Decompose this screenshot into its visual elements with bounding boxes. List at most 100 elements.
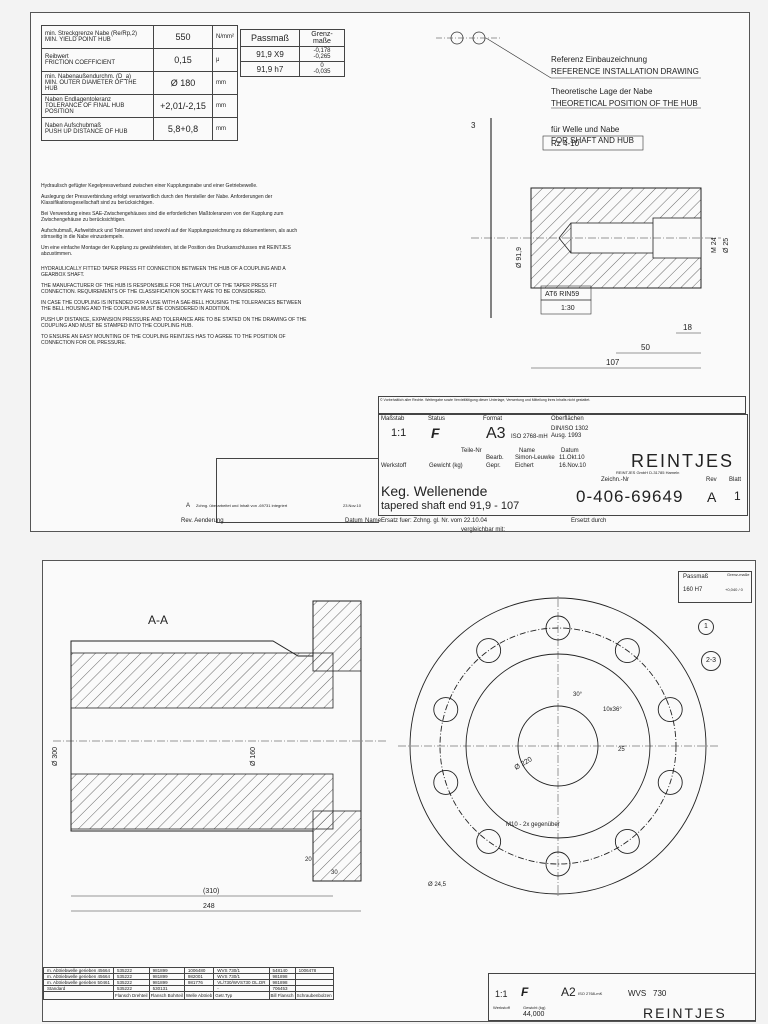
company-address: REINTJES GmbH D-31785 Hameln [616, 470, 680, 475]
tb-drawn-label: Bearb. [486, 455, 504, 461]
copyright-note: © Vorbehaltlich aller Rechte. Weitergabe… [378, 396, 746, 414]
tb-surface-label: Oberflächen [551, 416, 584, 422]
tb2-size: 730 [653, 989, 667, 998]
table-cell: m. Abtriebwelle gerieben 45664 [42, 967, 115, 974]
fit-tolerance-table: Passmaß Grenz-maße 91,9 X9 -0,178 -0,265… [240, 29, 345, 77]
note-en-4: Push up distance, expansion pressure and… [41, 317, 307, 329]
dim-18: 18 [683, 323, 692, 332]
tb-checked-name: Eichert [515, 463, 534, 469]
revision-grid [216, 458, 379, 523]
dim-d25: Ø 25 [723, 238, 730, 253]
callout-2-3: 2-3 [701, 651, 721, 671]
shaft-section-drawing: Rz 4-10 AT6 RIN59 1:30 107 50 18 3 Ø 91,… [436, 31, 730, 369]
bolt-hole [476, 638, 502, 663]
tb-checked-label: Gepr. [486, 463, 501, 469]
spec-label-en: FRICTION COEFFICIENT [45, 60, 115, 66]
dim-angle: 30° [573, 692, 583, 698]
revision-date: 23.Nov.10 [343, 503, 361, 508]
spec-row: Naben Aufschubmaß PUSH UP DISTANCE OF HU… [41, 117, 238, 141]
dim-25: 25 [618, 747, 625, 753]
tb-scale: 1:1 [391, 427, 407, 439]
limit-row-2: 0 -0,035 [299, 61, 345, 77]
tb-name-label: Name [519, 448, 536, 454]
spec-value: 550 [153, 25, 213, 49]
tapped-hole-note: M10 - 2x gegenüber [506, 822, 560, 828]
limit-upper-2: 0 [320, 63, 324, 69]
tb-standard: ISO 2768-mH [511, 434, 548, 440]
limit-header: Grenz-maße [299, 29, 345, 47]
bolt-hole [614, 829, 640, 854]
title-block-2 [488, 973, 756, 1021]
spec-label: Reibwert FRICTION COEFFICIENT [41, 48, 154, 72]
spec-row: Reibwert FRICTION COEFFICIENT 0,15 μ [41, 48, 238, 72]
spec-value: 0,15 [153, 48, 213, 72]
fit-row-1: 91,9 X9 [240, 46, 300, 62]
tb2-weight-label: Gewicht (kg) [523, 1005, 546, 1010]
bolt-hole [476, 829, 502, 854]
tb2-status: F [521, 985, 529, 999]
spec-unit: mm [212, 117, 238, 141]
tb-status: F [431, 425, 440, 441]
tb-rev: A [707, 489, 717, 505]
dim-d160: Ø 160 [250, 747, 257, 766]
spec-unit: μ [212, 48, 238, 72]
bom-footer-4: Getr.Typ [213, 991, 270, 1000]
spec-label-en: PUSH UP DISTANCE OF HUB [45, 129, 128, 135]
spec-label-en: MIN. YIELD POINT HUB [45, 37, 111, 43]
bom-footer-6: Schraubenbolzen [294, 991, 334, 1000]
tb-sheet-label: Blatt [729, 477, 742, 483]
dim-107: 107 [606, 358, 620, 367]
limit-upper-1: -0,178 [313, 48, 331, 54]
spec-label: Naben Aufschubmaß PUSH UP DISTANCE OF HU… [41, 117, 154, 141]
note-de-5: Um eine einfache Montage der Kupplung zu… [41, 245, 291, 257]
bolt-hole [657, 770, 683, 795]
dim-d220: Ø 220 [514, 756, 534, 772]
revision-rev: A [186, 503, 191, 509]
note-en-1: Hydraulically fitted taper press fit con… [41, 266, 286, 278]
spec-row: min. Streckgrenze Nabe (Re/Rp,2) MIN. YI… [41, 25, 238, 49]
spec-label: min. Streckgrenze Nabe (Re/Rp,2) MIN. YI… [41, 25, 154, 49]
note-de-4: Aufschubmaß, Aufweitdruck und Toleranzwe… [41, 228, 298, 240]
dim-10x36: 10x36° [603, 707, 622, 713]
tb-checked-date: 16.Nov.10 [559, 463, 586, 469]
tb-comparable: vergleichbar mit: [461, 527, 506, 533]
drawing-sheet-2: A-A Passmaß Grenz-maße 160 H7 +0,040 / 0… [42, 560, 756, 1022]
theo-label-en: THEORETICAL POSITION OF THE HUB [551, 99, 698, 108]
dim-d91: Ø 91,9 [516, 247, 523, 268]
tb-replaces: Ersatz fuer: Zchng. gl. Nr. vom 22.10.04 [381, 518, 488, 524]
tb2-scale: 1:1 [495, 989, 508, 999]
tb2-standard: ISO 2768-mK [578, 991, 603, 996]
fit2-limits: +0,040 / 0 [725, 587, 743, 592]
spec-row: Naben Endlagentoleranz TOLERANCE OF FINA… [41, 94, 238, 118]
fit-table-2 [678, 571, 752, 603]
tb2-material-label: Werkstoff [493, 1005, 510, 1010]
bom-footer-1: Flansch Drehteil [113, 991, 150, 1000]
at6-label: AT6 RIN59 [545, 291, 579, 298]
tb2-weight: 44,000 [523, 1011, 545, 1018]
dim-m24: M 24 [711, 237, 718, 253]
spec-label-de: Naben Endlagentoleranz [45, 97, 112, 103]
note-en-2: The manufacturer of the hub is responsib… [41, 283, 277, 295]
flange-section-drawing: 248 (310) Ø 300 Ø 160 20 30 [52, 600, 388, 912]
tb-replaced-by: Ersetzt durch [571, 518, 607, 524]
flange-front-view: Ø 220 30° 10x36° 25 M10 - 2x gegenüber Ø… [398, 596, 718, 896]
note-de-1: Hydraulisch gefügter Kegelpressverband z… [41, 183, 258, 189]
tb2-type: WVS [628, 989, 647, 998]
spec-value: +2,01/-2,15 [153, 94, 213, 118]
spec-label: Naben Endlagentoleranz TOLERANCE OF FINA… [41, 94, 154, 118]
revision-changes-label: Rev. Aenderung [181, 518, 224, 524]
fit-row-2: 91,9 h7 [240, 61, 300, 77]
theo-label-de: Theoretische Lage der Nabe [551, 87, 653, 96]
spec-unit: mm [212, 94, 238, 118]
dim-d245: Ø 24,5 [428, 882, 447, 888]
table-cell: m. Abtriebwelle gerieben 45664 [42, 973, 115, 980]
flange-outer-circle [409, 597, 707, 895]
dim-30: 30 [331, 870, 338, 876]
note-de-3: Bei Verwendung eines SAE-Zwischengehäuse… [41, 211, 284, 223]
spec-label-en: TOLERANCE OF FINAL HUB POSITION [45, 103, 125, 115]
tb-surface: DIN/ISO 1302 Ausg. 1993 [551, 426, 589, 439]
table-cell: m. Abtriebwelle gerieben 50461 [42, 979, 115, 986]
spec-value: 5,8+0,8 [153, 117, 213, 141]
